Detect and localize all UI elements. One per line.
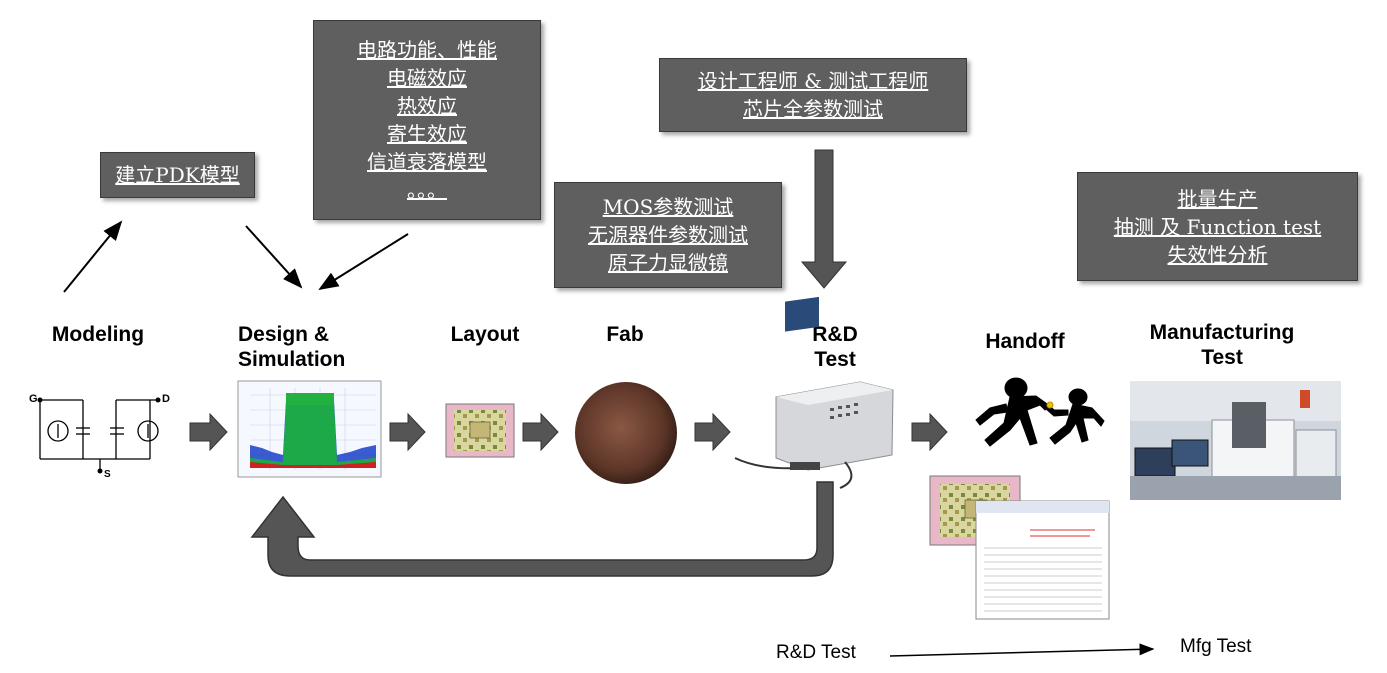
design-factors-box: 电路功能、性能 电磁效应 热效应 寄生效应 信道衰落模型 。。。 xyxy=(313,20,541,220)
mos-test-line: 原子力显微镜 xyxy=(608,251,728,275)
mos-test-line: MOS参数测试 xyxy=(602,195,734,219)
design-factors-line: 。。。 xyxy=(407,178,447,202)
arrow-factors-to-design xyxy=(318,233,409,291)
stage-fab: Fab xyxy=(606,323,644,346)
mos-test-line: 无源器件参数测试 xyxy=(588,223,748,247)
design-factors-line: 信道衰落模型 xyxy=(367,150,487,174)
circuit-s-label: S xyxy=(104,469,111,480)
bottom-mfg-label: Mfg Test xyxy=(1180,636,1252,657)
design-factors-line: 寄生效应 xyxy=(387,122,467,146)
stage-design: Design & Simulation xyxy=(238,323,346,371)
manufacturing-station-image xyxy=(1130,381,1341,500)
runners-handoff-icon xyxy=(975,377,1105,447)
stage-rd-test: R&D Test xyxy=(812,323,858,371)
flow-arrow-5 xyxy=(911,412,948,452)
mfg-box: 批量生产 抽测 及 Function test 失效性分析 xyxy=(1077,172,1358,281)
flow-arrow-3 xyxy=(522,412,559,452)
feedback-loop-arrow xyxy=(250,481,834,577)
engineers-line: 设计工程师 & 测试工程师 xyxy=(697,69,929,93)
mfg-line: 失效性分析 xyxy=(1167,242,1268,267)
flow-arrow-4 xyxy=(694,412,731,452)
engineers-line: 芯片全参数测试 xyxy=(743,97,883,121)
network-analyzer-image xyxy=(734,296,894,489)
stage-handoff: Handoff xyxy=(985,330,1065,353)
design-factors-line: 电路功能、性能 xyxy=(357,38,497,62)
flow-arrow-2 xyxy=(389,412,426,452)
circuit-d-label: D xyxy=(162,393,170,405)
stage-modeling: Modeling xyxy=(51,323,145,346)
arrow-pdk-to-design xyxy=(245,225,303,289)
mosfet-circuit xyxy=(39,399,159,470)
arrow-modeling-to-pdk xyxy=(63,220,123,293)
pdk-box: 建立PDK模型 xyxy=(100,152,255,198)
stage-manufacturing: Manufacturing Test xyxy=(1149,321,1295,369)
mos-test-box: MOS参数测试 无源器件参数测试 原子力显微镜 xyxy=(554,182,782,288)
flow-arrow-1 xyxy=(189,412,228,452)
stage-layout: Layout xyxy=(450,323,520,346)
handoff-documents-image xyxy=(929,475,1110,620)
design-factors-line: 热效应 xyxy=(397,94,457,118)
mfg-line: 批量生产 xyxy=(1177,186,1258,211)
spectrum-plot-image xyxy=(237,380,382,478)
layout-chip-image xyxy=(445,403,515,458)
engineers-box: 设计工程师 & 测试工程师 芯片全参数测试 xyxy=(659,58,967,132)
arrow-rd-to-mfg xyxy=(889,643,1155,657)
mfg-line: 抽测 及 Function test xyxy=(1113,214,1322,239)
circuit-g-label: G xyxy=(29,393,38,405)
bottom-rd-label: R&D Test xyxy=(776,642,856,663)
arrow-engineers-to-rd xyxy=(800,149,848,289)
wafer-image xyxy=(575,382,677,484)
pdk-box-line: 建立PDK模型 xyxy=(115,163,240,187)
design-factors-line: 电磁效应 xyxy=(387,66,467,90)
